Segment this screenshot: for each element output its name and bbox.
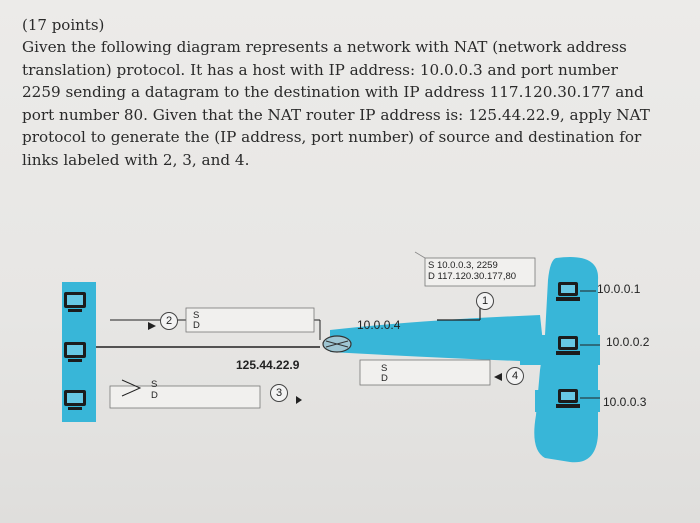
sd-tag-s: S xyxy=(381,363,388,374)
question-text: Given the following diagram represents a… xyxy=(22,38,650,169)
sd-tag-s: S xyxy=(193,310,200,321)
host-ip-1: 10.0.0.1 xyxy=(597,282,641,296)
packet1-destination: D 117.120.30.177,80 xyxy=(428,271,517,282)
packet-box-2 xyxy=(185,307,315,333)
router-outside-ip: 125.44.22.9 xyxy=(236,358,300,372)
link-label-2: 2 xyxy=(160,312,178,330)
sd-tag-d: D xyxy=(193,320,200,331)
router-inside-ip: 10.0.0.4 xyxy=(357,318,401,332)
question-points: (17 points) xyxy=(22,16,105,34)
packet1-source: S 10.0.0.3, 2259 xyxy=(428,260,498,271)
sd-tag-d: D xyxy=(151,390,158,401)
sd-tag-s: S xyxy=(151,379,158,390)
network-drawing xyxy=(62,251,600,463)
nat-diagram: S 10.0.0.3, 2259 D 117.120.30.177,80 10.… xyxy=(0,240,700,523)
lan-link-band xyxy=(330,315,545,362)
link-label-1: 1 xyxy=(476,292,494,310)
question-block: (17 points) Given the following diagram … xyxy=(22,14,662,171)
link-label-4: 4 xyxy=(506,367,524,385)
packet-box-3 xyxy=(109,385,261,409)
packet-box-4 xyxy=(359,359,491,386)
host-ip-3: 10.0.0.3 xyxy=(603,395,647,409)
sd-tag-d: D xyxy=(381,373,388,384)
packet-box-1 xyxy=(424,257,536,287)
link-label-3: 3 xyxy=(270,384,288,402)
host-ip-2: 10.0.0.2 xyxy=(606,335,650,349)
